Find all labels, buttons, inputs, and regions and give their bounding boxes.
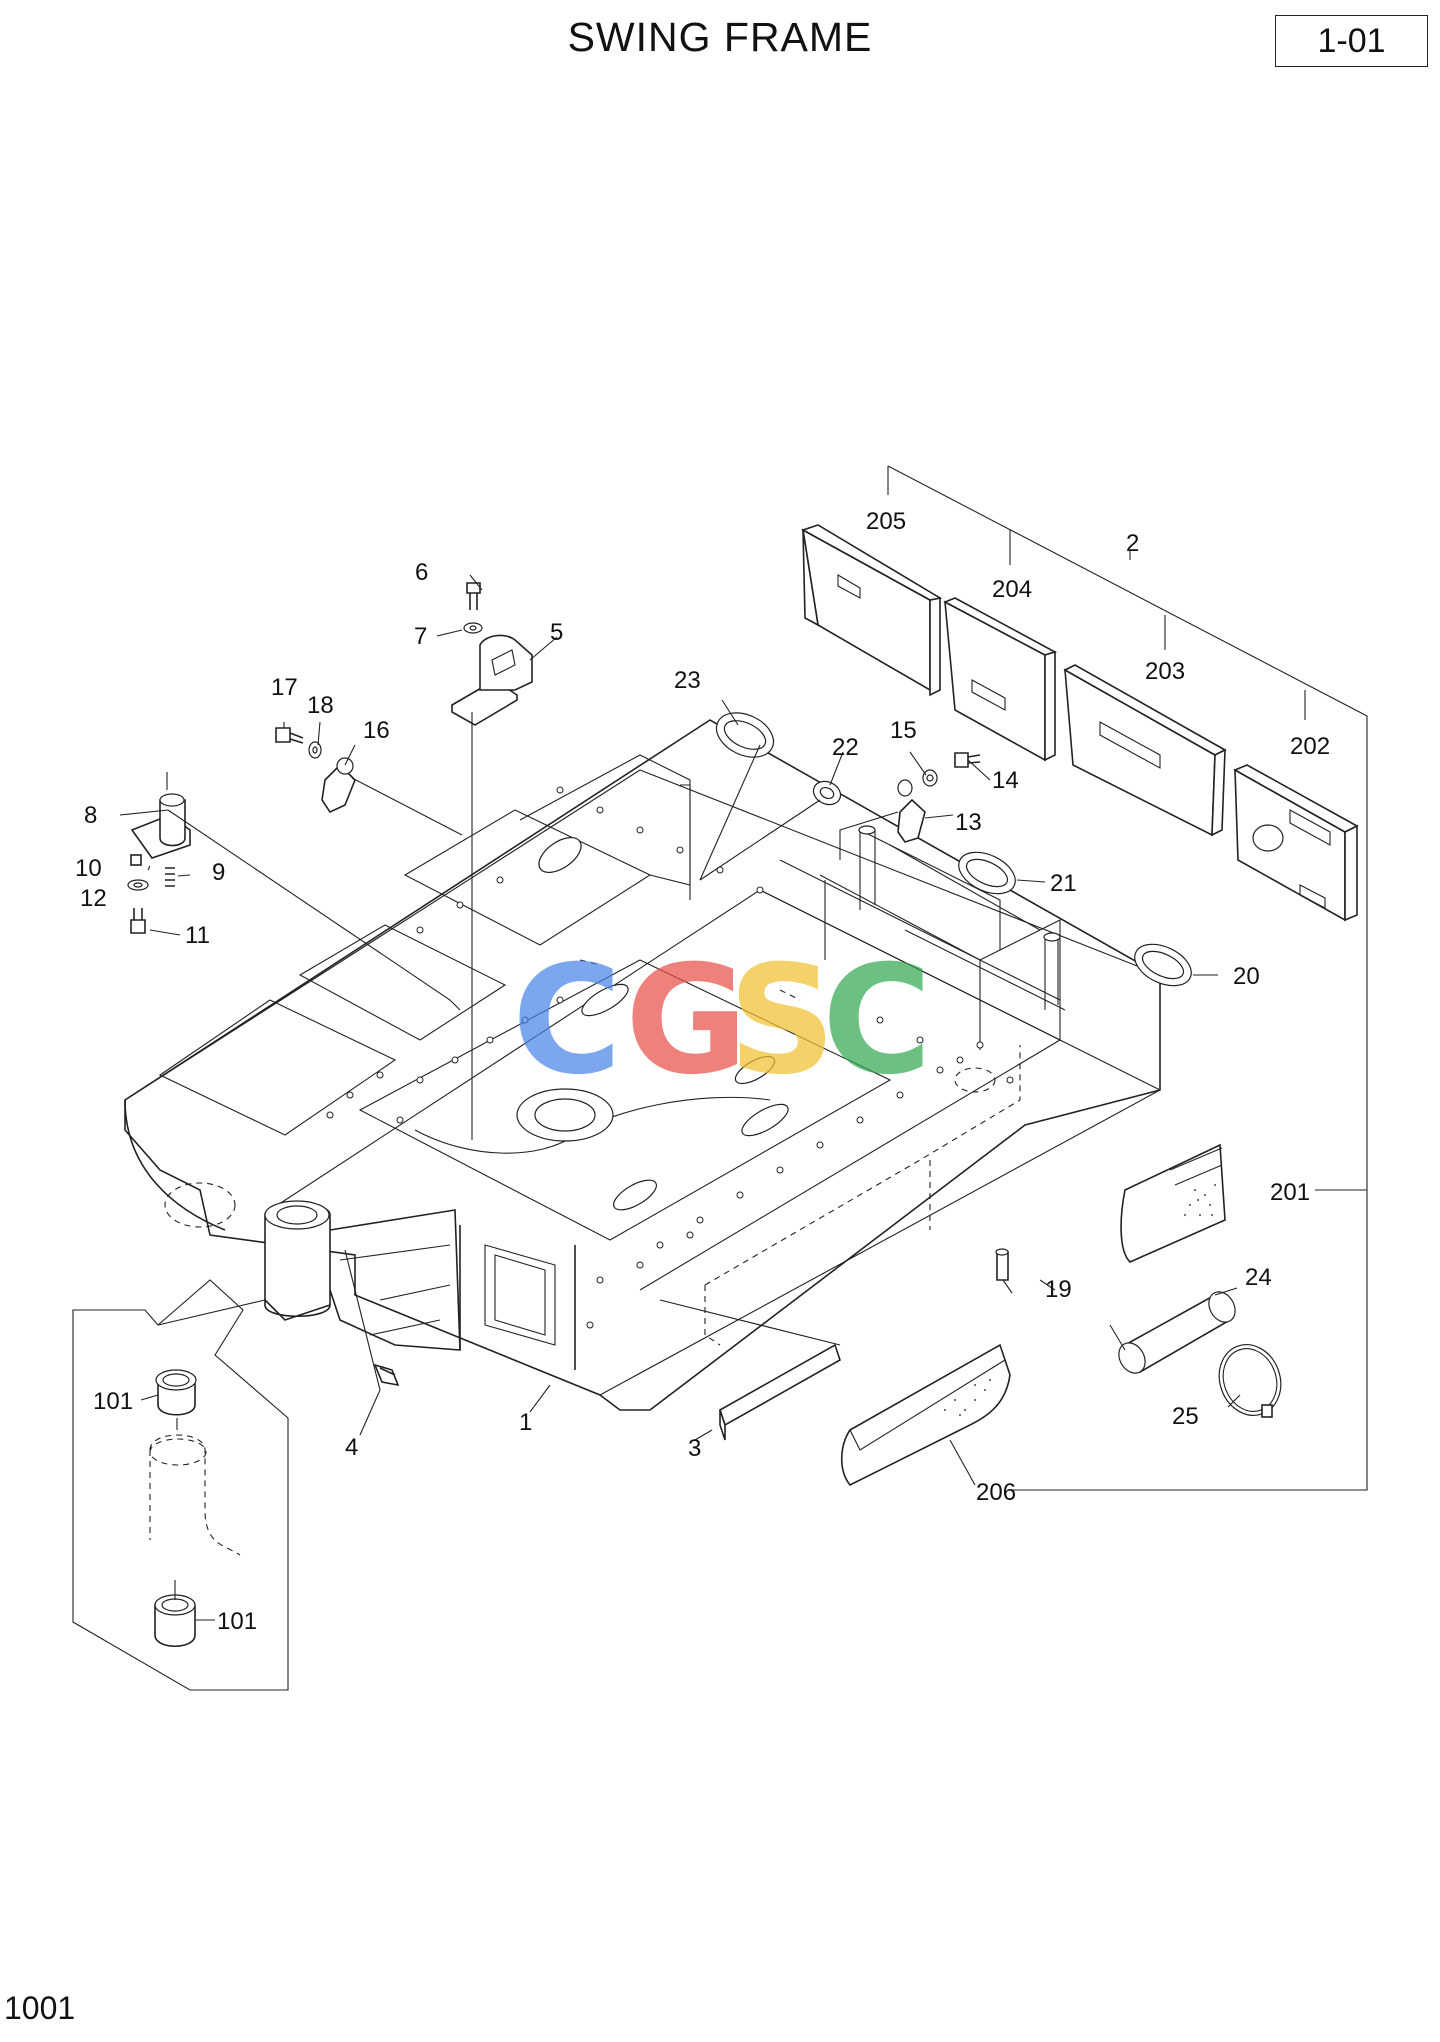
- callout-204: 204: [992, 576, 1032, 603]
- clip-part-13: [897, 779, 926, 843]
- bushing-detail-box: [72, 1279, 289, 1691]
- bracket-part-5: [451, 634, 533, 726]
- washer-part-22: [812, 780, 842, 806]
- bolt-part-14: [954, 752, 981, 768]
- callout-22: 22: [832, 734, 859, 761]
- spring-part-9: [165, 867, 175, 887]
- counterweight-plate-205: [801, 524, 943, 697]
- bar-part-3: [719, 1343, 841, 1441]
- grommet-part-20: [1134, 943, 1192, 987]
- band-part-25: [1218, 1344, 1282, 1418]
- callout-202: 202: [1290, 733, 1330, 760]
- callout-203: 203: [1145, 658, 1185, 685]
- callout-206: 206: [976, 1479, 1016, 1506]
- callout-8: 8: [84, 802, 97, 829]
- watermark-logo: C G S C: [512, 934, 932, 1108]
- callout-16: 16: [363, 717, 390, 744]
- counterweight-plate-204: [943, 597, 1058, 762]
- clip-part-16: [321, 757, 356, 814]
- swing-frame-body: [124, 719, 1161, 1411]
- side-weight-201: [1120, 1143, 1226, 1263]
- callout-3: 3: [688, 1435, 701, 1462]
- washer-part-15: [922, 769, 938, 787]
- grommet-part-23: [715, 712, 775, 758]
- counterweight-group-leader: [887, 465, 1368, 1491]
- callout-12: 12: [80, 885, 107, 912]
- callout-201: 201: [1270, 1179, 1310, 1206]
- callout-4: 4: [345, 1434, 358, 1461]
- bolt-part-4: [373, 1363, 400, 1387]
- leader-lines: [119, 574, 1241, 1621]
- callout-20: 20: [1233, 963, 1260, 990]
- callout-10: 10: [75, 855, 102, 882]
- bolt-part-11: [130, 908, 146, 934]
- bolt-part-6: [466, 582, 481, 610]
- document-number: 1001: [4, 1990, 76, 2026]
- washer-part-12: [127, 879, 149, 891]
- pipe-part-24: [1118, 1291, 1236, 1374]
- callout-13: 13: [955, 809, 982, 836]
- callout-15: 15: [890, 717, 917, 744]
- watermark-letter: S: [728, 934, 836, 1108]
- counterweight-plate-203: [1063, 664, 1227, 837]
- watermark-letter: C: [512, 934, 622, 1108]
- callout-18: 18: [307, 692, 334, 719]
- bushing-upper: [155, 1369, 197, 1416]
- callout-17: 17: [271, 674, 298, 701]
- washer-part-7: [463, 622, 483, 634]
- bushing-lower: [154, 1594, 196, 1647]
- callout-9: 9: [212, 859, 225, 886]
- callout-14: 14: [992, 767, 1019, 794]
- callout-23: 23: [674, 667, 701, 694]
- callout-205: 205: [866, 508, 906, 535]
- callout-19: 19: [1045, 1276, 1072, 1303]
- cover-part-8: [130, 793, 191, 859]
- callout-2: 2: [1126, 530, 1139, 557]
- callout-labels: 1 2 3 4 5 6 7 8 9 10 11 12 13 14 15 16 1…: [75, 508, 1330, 1635]
- callout-1: 1: [519, 1409, 532, 1436]
- callout-11: 11: [185, 922, 210, 949]
- callout-25: 25: [1172, 1403, 1199, 1430]
- spacer-part-10: [130, 854, 142, 866]
- watermark-letter: C: [822, 934, 932, 1108]
- pin-part-19: [995, 1248, 1009, 1281]
- callout-101-top: 101: [93, 1388, 133, 1415]
- callout-24: 24: [1245, 1264, 1272, 1291]
- callout-7: 7: [414, 623, 427, 650]
- page-code-box: 1-01: [1275, 15, 1428, 67]
- watermark-letter: G: [625, 934, 748, 1108]
- bolt-part-17: [275, 727, 304, 744]
- side-weight-206: [840, 1343, 1011, 1487]
- callout-6: 6: [415, 559, 428, 586]
- callout-21: 21: [1050, 870, 1077, 897]
- washer-part-18: [308, 741, 322, 759]
- counterweight-plate-202: [1233, 764, 1359, 922]
- callout-5: 5: [550, 619, 563, 646]
- grommet-part-21: [958, 851, 1016, 895]
- page-title: SWING FRAME: [567, 14, 873, 60]
- callout-101-bottom: 101: [217, 1608, 257, 1635]
